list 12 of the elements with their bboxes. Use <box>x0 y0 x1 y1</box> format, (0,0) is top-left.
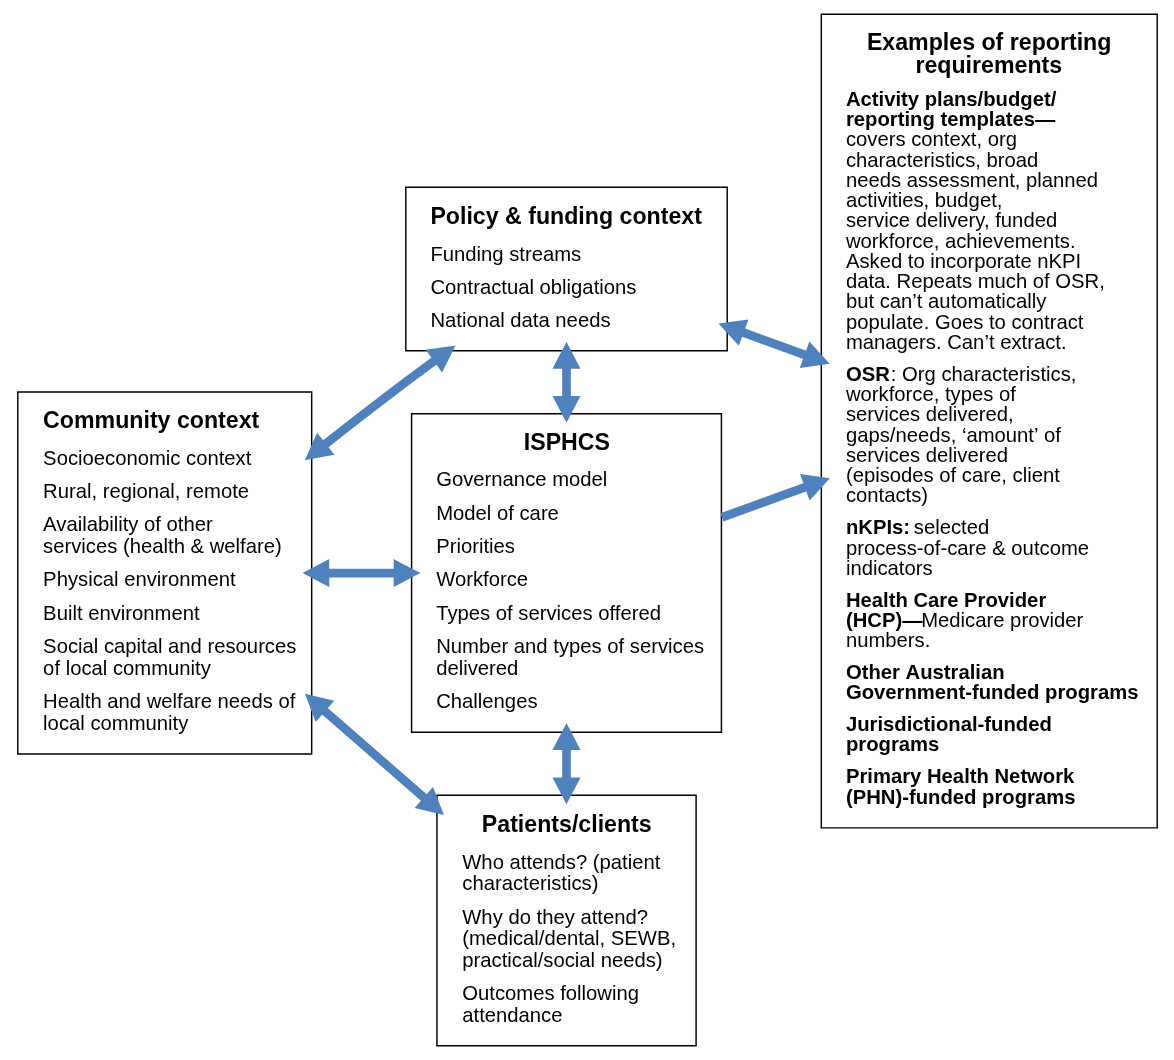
node-box: Examples of reporting requirements Activity plans/budget/ reporting templates— covers context, org characteristics, broad needs assessment, planned activities, budget, service delivery, funded workforce, achievements. Asked to incorporate nKPI data. Repeats much of OSR, but can’t automatically populate. Goes to contract managers. Can’t extract. OSR: Org characteristics, workforce, types of services delivered, gaps/needs, ‘amount’ of services delivered (episodes of care, client contacts) nKPIs: selected process-of-care & outcome indicators Health Care Provider (HCP)—Medicare provider numbers. Other Australian Government-funded programs Jurisdictional-funded programs Primary Health Network (PHN)-funded programs <box>820 13 1158 829</box>
arrow <box>552 723 581 805</box>
arrow <box>719 474 830 522</box>
arrow <box>304 345 456 461</box>
arrow <box>718 319 830 368</box>
arrow <box>302 559 420 588</box>
arrow <box>304 693 444 816</box>
node-box: ISPHCS Governance model Model of care Priorities Workforce Types of services offered Number and types of services delivered Challenges <box>410 413 722 734</box>
arrow <box>552 342 581 423</box>
node-box: Policy & funding context Funding streams Contractual obligations National data needs <box>404 186 728 352</box>
node-box: Patients/clients Who attends? (patient characteristics) Why do they attend? (medical/dental, SEWB, practical/social needs) Outcomes following attendance <box>435 794 697 1047</box>
node-box: Community context Socioeconomic context Rural, regional, remote Availability of other services (health & welfare) Physical environment Built environment Social capital and resources of local community Health and welfare needs of local community <box>16 391 312 755</box>
